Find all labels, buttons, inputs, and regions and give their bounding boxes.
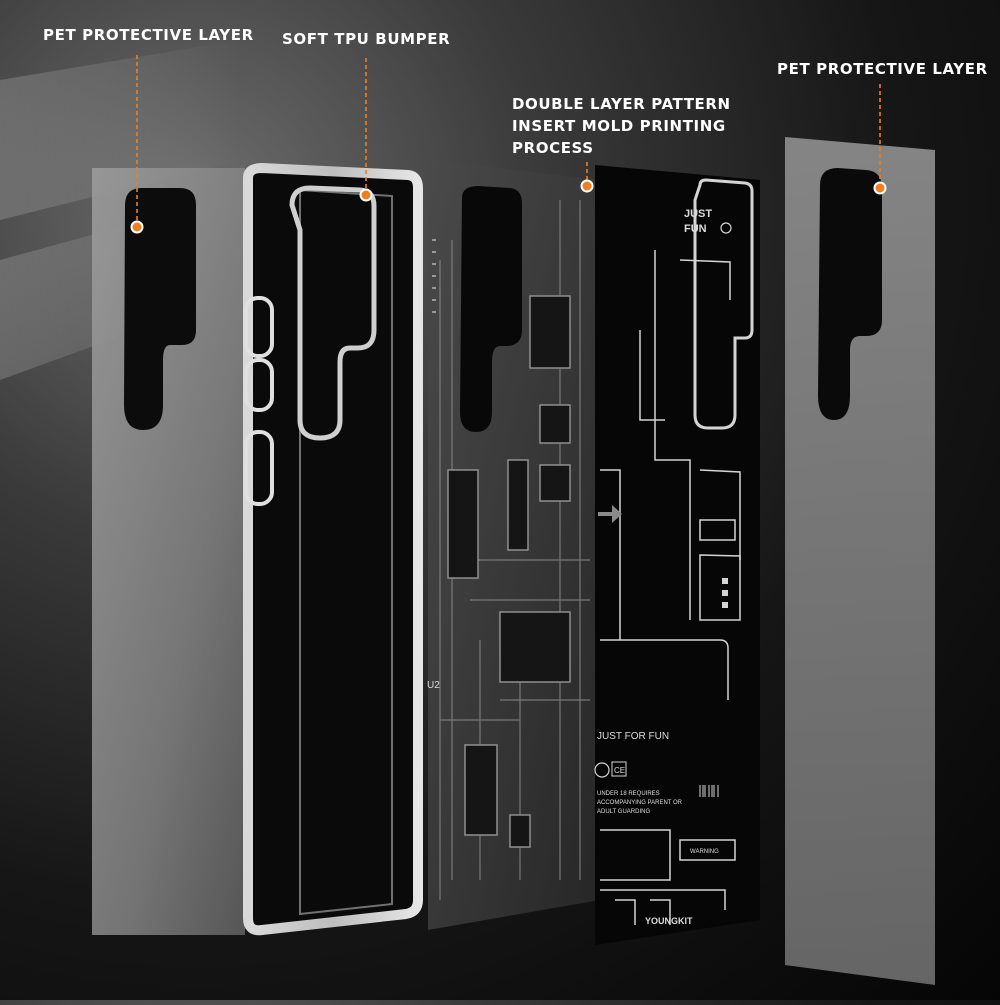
label-double-layer-pattern: DOUBLE LAYER PATTERN INSERT MOLD PRINTIN… [512, 95, 731, 157]
callout-lines [136, 55, 881, 222]
volume-button-lower [244, 358, 274, 412]
warning-line-3: ADULT GUARDING [597, 809, 650, 815]
arrow-right-icon [598, 505, 622, 523]
label-pet-protective-layer-left: PET PROTECTIVE LAYER [43, 26, 254, 44]
callout-dot-pet-left [130, 220, 144, 234]
globe-icon [720, 222, 732, 234]
pcb-pattern-layer: U2 [427, 160, 600, 930]
power-button [244, 430, 274, 506]
ce-mark-text: CE [614, 766, 625, 775]
barcode-icon [699, 785, 719, 797]
camera-cutout-left [124, 188, 196, 430]
badge-text-top: JUST [684, 208, 712, 220]
slogan-text: JUST FOR FUN [597, 731, 669, 742]
line-art-pattern-layer: JUST FUN JUST FOR FUN CE UNDER 18 REQUIR… [594, 165, 760, 945]
line-art-dots [722, 578, 728, 608]
label-pet-protective-layer-right: PET PROTECTIVE LAYER [777, 60, 988, 78]
warning-line-2: ACCOMPANYING PARENT OR [597, 800, 683, 806]
camera-ring-bumper [289, 185, 377, 441]
warning-tag-text: WARNING [690, 849, 719, 855]
callout-dot-pet-right [873, 181, 887, 195]
callout-dots [130, 179, 887, 234]
camera-frame-outline [693, 178, 754, 430]
pet-protective-layer-left [92, 168, 245, 935]
pcb-dots [432, 239, 436, 313]
label-soft-tpu-bumper: SOFT TPU BUMPER [282, 30, 451, 48]
volume-button-upper [244, 296, 274, 358]
pcb-marking: U2 [427, 680, 440, 691]
callout-dot-double-layer [580, 179, 594, 193]
brand-text: YOUNGKIT [645, 916, 693, 926]
recycle-icon [594, 762, 610, 778]
callout-dot-tpu [359, 188, 373, 202]
badge-text-bottom: FUN [684, 223, 707, 235]
pcb-chips [447, 295, 571, 848]
camera-cutout-right [818, 168, 882, 420]
pet-protective-layer-right [785, 137, 935, 985]
tpu-bumper [243, 162, 423, 936]
camera-cutout-pcb [460, 186, 522, 432]
ce-mark-box [611, 761, 627, 777]
line-art-traces [600, 178, 754, 925]
warning-line-1: UNDER 18 REQUIRES [597, 791, 660, 797]
